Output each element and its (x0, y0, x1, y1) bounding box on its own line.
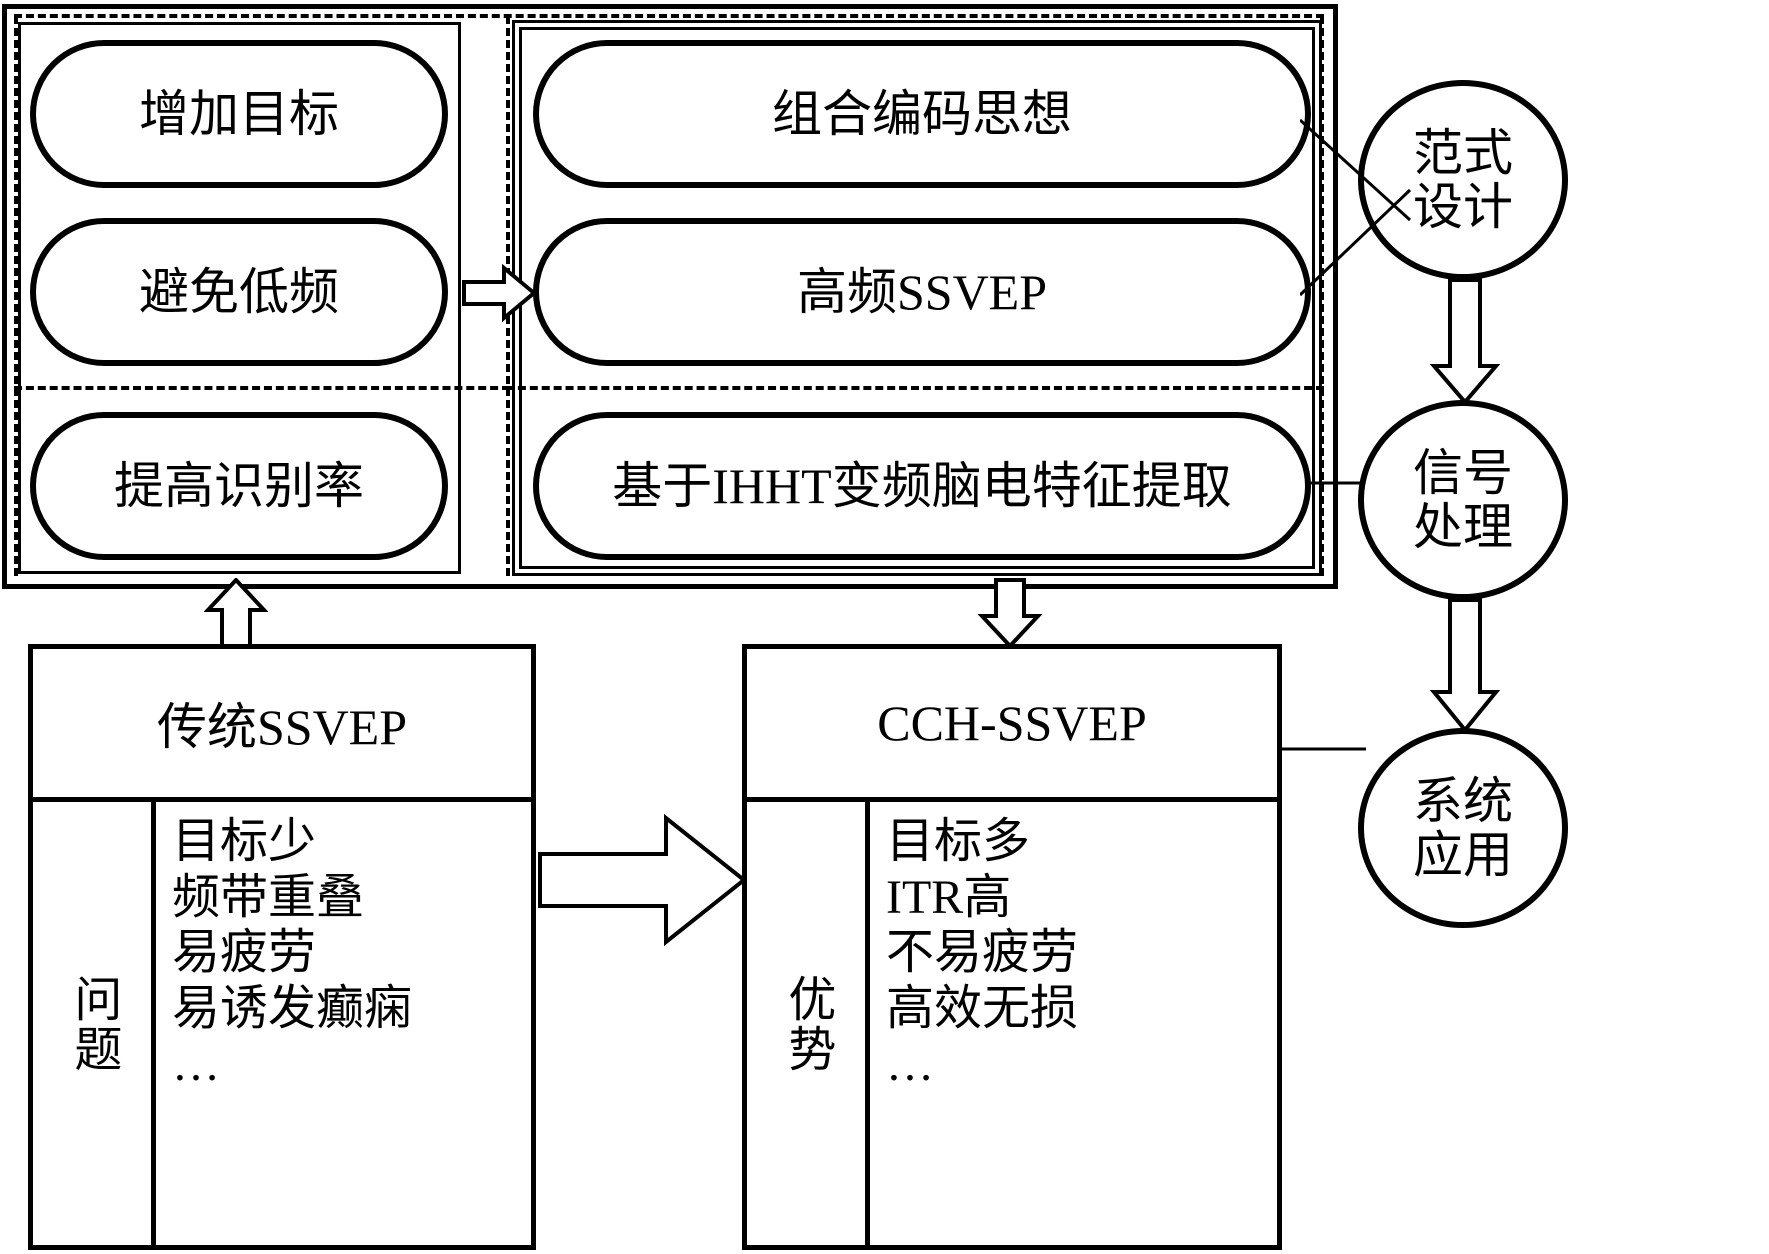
node-system-application-line2: 应用 (1413, 827, 1513, 883)
outer-frame (2, 4, 1338, 589)
connector-ihht-to-signal (1305, 481, 1365, 485)
card-traditional-ssvep-title: 传统SSVEP (33, 649, 531, 802)
node-paradigm-design-line2: 设计 (1413, 179, 1513, 235)
node-improve-recognition-rate[interactable]: 提高识别率 (30, 412, 448, 560)
arrow-traditional-to-cch (538, 813, 748, 947)
arrow-signal-to-system (1430, 598, 1500, 734)
card-traditional-ssvep-items: 目标少 频带重叠 易疲劳 易诱发癫痫 … (156, 802, 531, 1245)
node-system-application-line1: 系统 (1413, 773, 1513, 829)
node-add-targets-label: 增加目标 (139, 85, 339, 142)
list-item: 频带重叠 (172, 870, 365, 924)
list-item: ITR高 (886, 870, 1012, 924)
arrow-paradigm-to-signal (1430, 278, 1500, 406)
node-improve-recognition-rate-label: 提高识别率 (114, 457, 364, 514)
node-combination-coding-label: 组合编码思想 (772, 85, 1072, 142)
node-ihht-feature-extraction-label: 基于IHHT变频脑电特征提取 (612, 457, 1232, 514)
connector-cch-to-system (1280, 747, 1366, 751)
dashed-divider-right (1320, 16, 1324, 576)
list-item: … (172, 1037, 220, 1091)
node-signal-processing-line1: 信号 (1413, 445, 1513, 501)
card-traditional-ssvep-side-label: 问题 (33, 802, 156, 1245)
card-cch-ssvep-side-label: 优势 (747, 802, 870, 1245)
dashed-divider-left (14, 16, 18, 576)
dashed-divider-row-left (14, 386, 510, 390)
node-avoid-low-frequency-label: 避免低频 (139, 263, 339, 320)
connector-combo-to-paradigm (1300, 118, 1412, 222)
node-ihht-feature-extraction[interactable]: 基于IHHT变频脑电特征提取 (533, 412, 1311, 560)
list-item: … (886, 1037, 934, 1091)
card-traditional-ssvep-side-label-text: 问题 (66, 973, 120, 1074)
arrow-methods-down-to-cch (978, 578, 1042, 648)
card-cch-ssvep-items: 目标多 ITR高 不易疲劳 高效无损 … (870, 802, 1277, 1245)
card-cch-ssvep[interactable]: CCH-SSVEP 优势 目标多 ITR高 不易疲劳 高效无损 … (742, 644, 1282, 1250)
dashed-divider-top (14, 14, 1324, 18)
node-high-frequency-ssvep-label: 高频SSVEP (796, 263, 1048, 320)
goals-panel-frame (18, 22, 461, 574)
dashed-divider-row-right (506, 386, 1324, 390)
list-item: 不易疲劳 (886, 926, 1079, 980)
card-cch-ssvep-side-label-text: 优势 (780, 973, 834, 1074)
node-signal-processing[interactable]: 信号 处理 (1358, 400, 1568, 600)
list-item: 高效无损 (886, 982, 1079, 1036)
card-traditional-ssvep[interactable]: 传统SSVEP 问题 目标少 频带重叠 易疲劳 易诱发癫痫 … (28, 644, 536, 1250)
card-cch-ssvep-title: CCH-SSVEP (747, 649, 1277, 802)
node-high-frequency-ssvep[interactable]: 高频SSVEP (533, 218, 1311, 366)
list-item: 目标多 (886, 815, 1031, 868)
list-item: 易诱发癫痫 (172, 982, 413, 1036)
node-paradigm-design[interactable]: 范式 设计 (1358, 80, 1568, 280)
node-combination-coding[interactable]: 组合编码思想 (533, 40, 1311, 188)
list-item: 目标少 (172, 815, 317, 868)
connector-highfreq-to-paradigm (1300, 188, 1412, 297)
node-signal-processing-line2: 处理 (1413, 499, 1513, 555)
arrow-traditional-up (204, 578, 268, 648)
list-item: 易疲劳 (172, 926, 317, 980)
arrow-goals-to-methods (462, 263, 538, 323)
node-avoid-low-frequency[interactable]: 避免低频 (30, 218, 448, 366)
node-system-application[interactable]: 系统 应用 (1358, 728, 1568, 928)
node-paradigm-design-line1: 范式 (1413, 125, 1513, 181)
node-add-targets[interactable]: 增加目标 (30, 40, 448, 188)
